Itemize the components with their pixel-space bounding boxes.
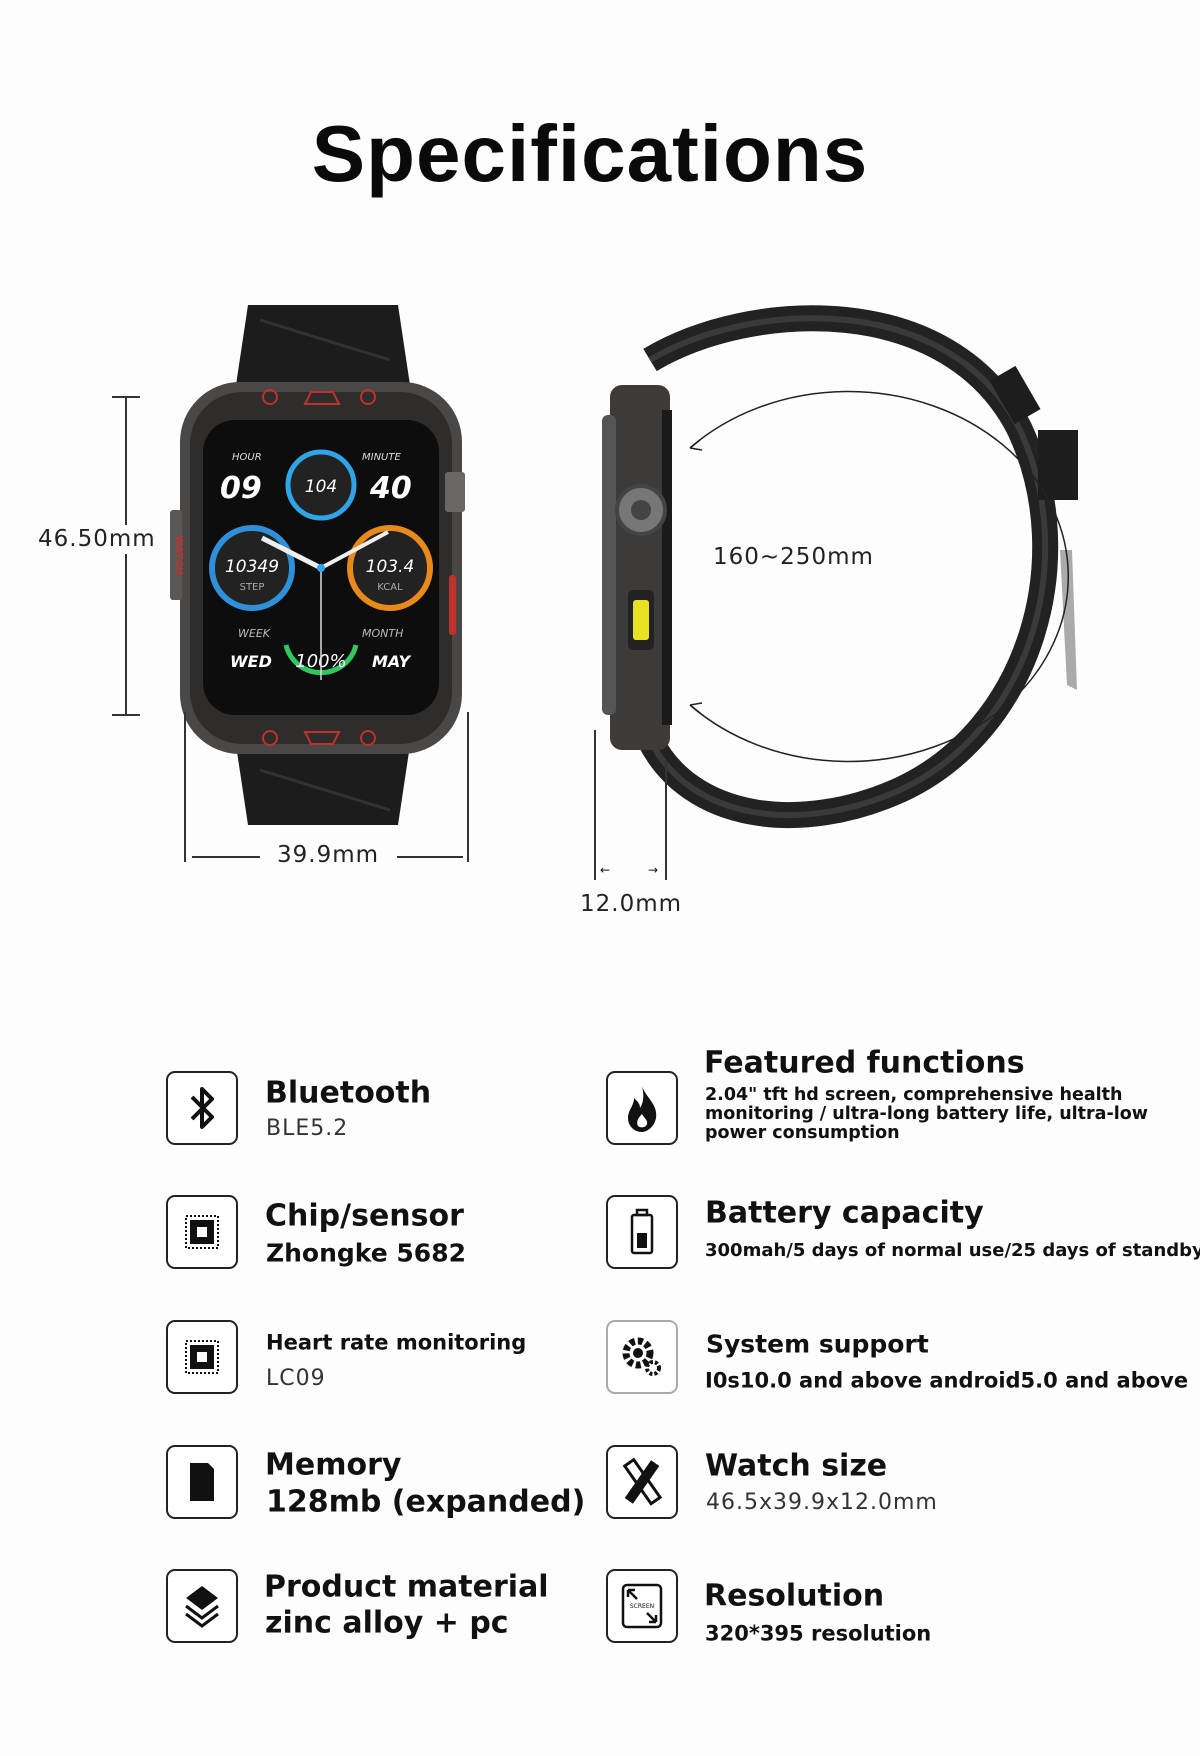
spec-value: LC09 <box>266 1365 326 1391</box>
dimension-tick <box>112 714 140 716</box>
flame-icon <box>606 1071 678 1145</box>
spec-value: Zhongke 5682 <box>266 1238 466 1268</box>
screen-icon-text: SCREEN <box>630 1603 654 1610</box>
spec-title: Battery capacity <box>705 1195 984 1231</box>
spec-title: Resolution <box>704 1578 885 1614</box>
ruler-pencil-icon <box>606 1445 678 1519</box>
week-label: WEEK <box>238 627 271 640</box>
heart-rate-value: 104 <box>305 477 337 497</box>
battery-icon <box>606 1195 678 1269</box>
chip-icon <box>166 1320 238 1394</box>
spec-value: 300mah/5 days of normal use/25 days of s… <box>705 1239 1200 1261</box>
dimension-tick <box>467 712 469 862</box>
width-dimension-line <box>397 856 463 858</box>
sd-card-icon <box>166 1445 238 1519</box>
gears-icon <box>606 1320 678 1394</box>
day-value: WED <box>230 652 272 671</box>
thickness-arrow-right: → <box>648 863 659 877</box>
minute-value: 40 <box>369 471 412 506</box>
dimension-tick <box>594 730 596 880</box>
spec-value: 128mb (expanded) <box>266 1484 586 1520</box>
spec-value: 46.5x39.9x12.0mm <box>706 1489 938 1515</box>
kcal-value: 103.4 <box>366 557 415 577</box>
spec-value: zinc alloy + pc <box>265 1605 509 1641</box>
spec-value: I0s10.0 and above android5.0 and above <box>705 1368 1189 1393</box>
hour-value: 09 <box>220 471 262 506</box>
hour-label: HOUR <box>232 452 262 463</box>
month-value: MAY <box>372 652 411 671</box>
chip-icon <box>166 1195 238 1269</box>
height-dimension-line <box>125 398 127 714</box>
width-dimension-line <box>192 856 260 858</box>
minute-label: MINUTE <box>362 452 401 463</box>
spec-title: Watch size <box>705 1448 888 1484</box>
dimension-tick <box>665 760 667 880</box>
dimension-tick <box>184 712 186 862</box>
month-label: MONTH <box>362 627 403 640</box>
steps-label: STEP <box>240 582 265 593</box>
spec-value: 320*395 resolution <box>705 1621 932 1646</box>
strap-length-label: 160~250mm <box>713 544 874 570</box>
kcal-label: KCAL <box>377 582 403 593</box>
layers-icon <box>166 1569 238 1643</box>
dimension-tick <box>112 396 140 398</box>
bluetooth-icon <box>166 1071 238 1145</box>
spec-value: 2.04" tft hd screen, comprehensive healt… <box>705 1085 1148 1143</box>
steps-value: 10349 <box>225 557 279 577</box>
watch-side-label: WATCH <box>173 535 184 575</box>
spec-title: Chip/sensor <box>265 1198 464 1234</box>
width-label: 39.9mm <box>277 842 380 868</box>
spec-title: Heart rate monitoring <box>266 1330 527 1355</box>
spec-title: Memory <box>265 1447 402 1483</box>
spec-value: BLE5.2 <box>266 1115 349 1141</box>
screen-resize-icon: SCREEN <box>606 1569 678 1643</box>
spec-title: Bluetooth <box>265 1075 432 1111</box>
height-label: 46.50mm <box>38 525 156 555</box>
thickness-arrow-left: ← <box>600 863 611 877</box>
spec-title: Product material <box>264 1569 549 1605</box>
spec-title: Featured functions <box>704 1045 1025 1081</box>
watch-side-image <box>602 305 1078 828</box>
page-title: Specifications <box>311 109 869 198</box>
spec-title: System support <box>706 1329 929 1359</box>
thickness-label: 12.0mm <box>580 891 683 917</box>
watch-front-image: WATCH HOUR MINUTE 09 40 104 10349 STEP 1… <box>170 305 465 825</box>
